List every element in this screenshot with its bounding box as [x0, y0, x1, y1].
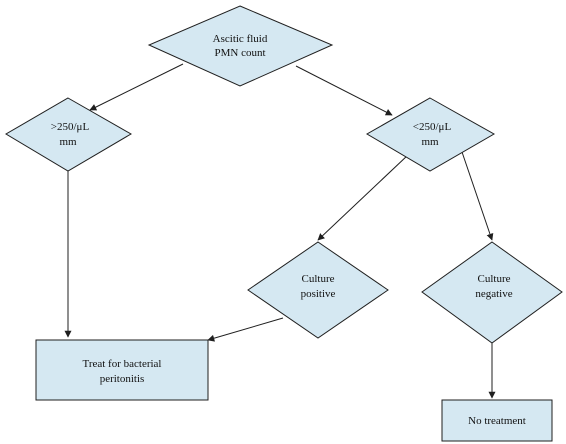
edge-start-to-high [89, 63, 184, 111]
diamond-shape [366, 97, 496, 172]
node-ascitic-fluid-pmn-count: Ascitic fluid PMN count [147, 5, 334, 87]
node-label-line1: >250/μL [51, 121, 90, 133]
node-label-line1: Culture [478, 273, 511, 285]
node-culture-positive: Culture positive [247, 241, 389, 339]
edge-low-to-culture-pos [317, 154, 409, 241]
diamond-shape [247, 241, 389, 339]
node-treat-bacterial-peritonitis: Treat for bacterial peritonitis [35, 339, 209, 401]
diamond-shape [5, 97, 132, 172]
box-shape [35, 339, 209, 401]
node-label-line2: PMN count [214, 47, 265, 59]
edge-low-to-culture-neg [461, 151, 494, 241]
node-no-treatment: No treatment [441, 399, 553, 442]
node-label-line1: Treat for bacterial [82, 358, 161, 370]
node-label-line1: Culture [302, 273, 335, 285]
box-shape [441, 399, 553, 442]
node-label-line2: peritonitis [100, 373, 145, 385]
node-label-line1: No treatment [468, 415, 526, 427]
edges [64, 63, 496, 399]
node-label-line2: mm [59, 136, 77, 148]
node-label-line1: <250/μL [413, 121, 452, 133]
node-label-line2: mm [421, 136, 439, 148]
node-pmn-under-250: <250/μL mm [366, 97, 496, 172]
node-label-line1: Ascitic fluid [213, 33, 268, 45]
node-label-line2: positive [301, 288, 336, 300]
node-label-line2: negative [475, 288, 512, 300]
diamond-shape [421, 241, 563, 344]
node-pmn-over-250: >250/μL mm [5, 97, 132, 172]
node-culture-negative: Culture negative [421, 241, 563, 344]
edge-culture-pos-to-treat [207, 317, 284, 342]
diamond-shape [147, 5, 334, 87]
edge-start-to-low [295, 65, 393, 116]
